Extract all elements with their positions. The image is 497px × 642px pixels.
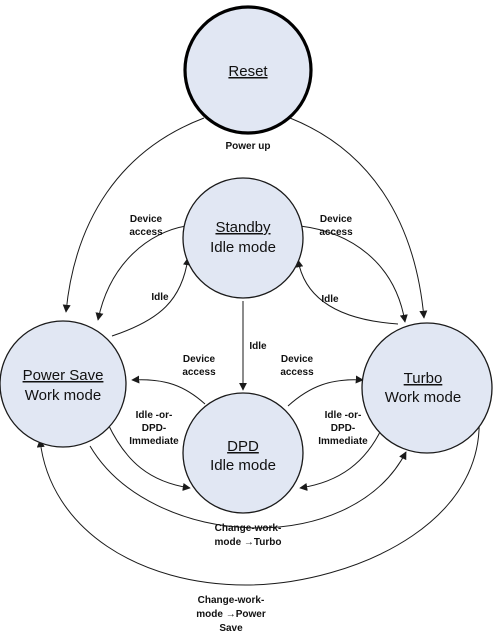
label-device-access-dpd-left-2: access — [182, 367, 216, 378]
state-reset: Reset — [183, 5, 313, 135]
state-standby-circle — [182, 177, 304, 299]
edge-labels: Power up Device access Device access Idl… — [129, 141, 368, 634]
state-power-save: Power Save Work mode — [0, 320, 127, 448]
edge-standby-to-power-save — [95, 225, 187, 321]
label-idle-or-dpd-left-1: Idle -or- — [136, 410, 173, 421]
state-turbo-mode: Work mode — [385, 389, 461, 406]
state-power-save-circle — [0, 320, 127, 448]
label-idle-center: Idle — [249, 341, 267, 352]
label-idle-right: Idle — [321, 294, 339, 305]
label-device-access-left-2: access — [129, 227, 163, 238]
state-turbo: Turbo Work mode — [361, 322, 493, 454]
edge-power-save-to-turbo — [89, 445, 407, 529]
label-idle-or-dpd-right-3: Immediate — [318, 436, 368, 447]
label-idle-or-dpd-right-2: DPD- — [331, 423, 355, 434]
label-device-access-right-2: access — [319, 227, 353, 238]
label-device-access-left-1: Device — [130, 214, 163, 225]
label-device-access-dpd-right-2: access — [280, 367, 314, 378]
edge-turbo-to-standby — [295, 259, 399, 325]
edge-reset-to-turbo — [289, 117, 428, 319]
edge-dpd-to-turbo — [287, 375, 364, 407]
label-to-power-save-3: Save — [219, 623, 243, 634]
state-standby-mode: Idle mode — [210, 239, 276, 256]
edge-turbo-to-dpd — [299, 427, 383, 491]
label-to-power-save-1: Change-work- — [198, 595, 265, 606]
label-power-up: Power up — [225, 141, 270, 152]
edge-power-save-to-dpd — [107, 423, 191, 491]
state-reset-circle — [183, 5, 313, 135]
transitions — [36, 117, 480, 586]
label-to-power-save-2: mode →Power — [196, 609, 266, 620]
edge-dpd-to-power-save — [131, 375, 206, 405]
state-power-save-mode: Work mode — [25, 387, 101, 404]
edge-reset-to-power-save — [62, 117, 205, 313]
state-standby-name: Standby — [215, 219, 271, 236]
label-device-access-right-1: Device — [320, 214, 353, 225]
edge-standby-to-turbo — [299, 225, 408, 323]
state-dpd-mode: Idle mode — [210, 457, 276, 474]
state-standby: Standby Idle mode — [182, 177, 304, 299]
state-dpd-name: DPD — [227, 438, 259, 455]
label-idle-left: Idle — [151, 292, 169, 303]
edge-power-save-to-standby — [111, 257, 191, 337]
label-idle-or-dpd-left-2: DPD- — [142, 423, 166, 434]
label-device-access-dpd-left-1: Device — [183, 354, 216, 365]
label-to-turbo-1: Change-work- — [215, 523, 282, 534]
label-device-access-dpd-right-1: Device — [281, 354, 314, 365]
state-turbo-circle — [361, 322, 493, 454]
state-dpd: DPD Idle mode — [182, 392, 304, 514]
state-dpd-circle — [182, 392, 304, 514]
label-idle-or-dpd-left-3: Immediate — [129, 436, 179, 447]
label-idle-or-dpd-right-1: Idle -or- — [325, 410, 362, 421]
state-reset-name: Reset — [228, 63, 268, 80]
edge-turbo-to-power-save — [36, 385, 480, 586]
label-to-turbo-2: mode →Turbo — [214, 537, 281, 548]
state-turbo-name: Turbo — [404, 370, 443, 387]
state-power-save-name: Power Save — [23, 367, 104, 384]
